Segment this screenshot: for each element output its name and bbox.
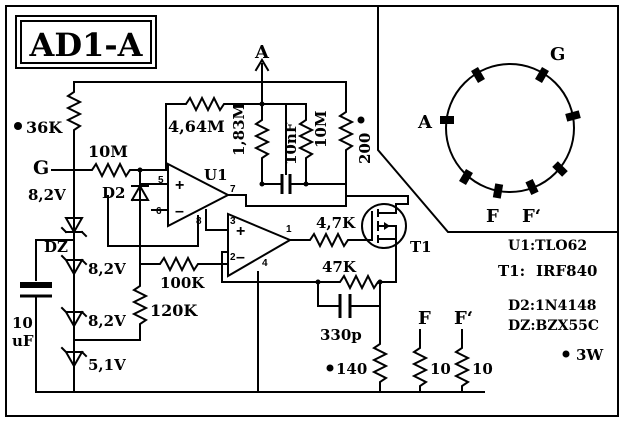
title-box-inner [20,20,152,64]
zener-3 [60,306,88,329]
note-dz: DZ:BZX55C [508,318,599,334]
label-36k: 36K [26,118,63,137]
resistor-47k-gate [289,231,367,249]
resistor-47k-fb [317,273,381,291]
tube-socket [445,63,575,193]
label-10m-fb: 10M [312,111,330,148]
label-10uf-1: 10 [12,314,33,332]
title: AD1-A [29,26,144,64]
label-82-mid: 8,2V [88,260,126,278]
svg-text:+: + [175,177,184,194]
resistor-200 [337,81,355,205]
capacitor-330p [338,294,352,318]
svg-text:–: – [175,203,184,220]
label-140: 140 [336,360,367,378]
label-120k: 120K [150,301,198,320]
resistor-140 [371,305,389,393]
node-f2-label: F‘ [454,308,473,329]
label-10-a: 10 [430,360,451,378]
diode-d2 [130,183,150,202]
resistor-183m [253,81,271,185]
label-330p: 330p [320,326,362,344]
note-power: 3W [576,346,604,364]
socket-a-label: A [417,112,433,133]
note-t1-label: T1: [498,262,525,280]
mosfet-t1 [361,203,407,249]
svg-text:–: – [236,249,245,266]
svg-text:5: 5 [158,175,164,186]
label-100k: 100K [160,274,205,292]
resistor-100k [139,255,229,273]
zener-1 [60,217,88,238]
label-47k-gate: 4,7K [316,214,356,232]
resistor-464m [165,95,263,113]
outer-frame [5,5,619,417]
resistor-36k [65,81,83,173]
label-82-top: 8,2V [28,186,66,204]
zener-4 [60,346,88,369]
capacitor-10uf [20,282,52,288]
node-g-label: G [33,157,49,179]
svg-text:+: + [236,223,245,240]
bullet-36k [14,122,22,130]
label-82-low: 8,2V [88,312,126,330]
opamp-u1a [167,162,231,228]
label-51: 5,1V [88,356,126,374]
opamp-u1b [227,212,293,278]
label-t1: T1 [410,238,432,256]
resistor-10m-fb [261,103,315,185]
label-10-b: 10 [472,360,493,378]
label-464m: 4,64M [168,117,225,136]
note-d2: D2:1N4148 [508,298,597,314]
bullet-200 [357,116,365,124]
socket-panel-border [377,5,619,233]
node-a-label: A [254,42,270,63]
label-47k-fb: 47K [322,258,357,276]
svg-text:3: 3 [230,216,236,227]
socket-f2-label: F‘ [522,206,541,227]
capacitor-10nf [280,174,292,194]
bullet-3w [562,350,570,358]
svg-text:4: 4 [262,258,268,269]
zener-2 [60,254,88,277]
socket-pins [440,66,581,199]
label-10uf-2: uF [12,332,34,350]
note-u1: U1:TLO62 [508,238,587,254]
node-a-arrow [254,58,270,72]
label-dz: DZ [44,238,68,256]
svg-text:6: 6 [156,206,162,217]
label-u1: U1 [204,166,228,184]
socket-g-label: G [550,44,565,65]
node-f-label: F [418,308,431,329]
label-10nf: 10nF [282,122,300,165]
label-d2: D2 [102,184,125,202]
resistor-10m-in [51,161,167,179]
label-10m-in: 10M [88,142,128,161]
svg-text:2: 2 [230,252,236,263]
svg-text:7: 7 [230,184,236,195]
label-183m: 1,83M [230,103,248,156]
socket-f-label: F [486,206,499,227]
note-t1-part: IRF840 [536,262,597,280]
resistor-120k [73,249,149,341]
label-200: 200 [356,133,374,164]
resistor-10-f [411,329,429,393]
resistor-10-f2 [419,329,471,393]
svg-text:1: 1 [286,224,292,235]
title-box [15,15,157,69]
